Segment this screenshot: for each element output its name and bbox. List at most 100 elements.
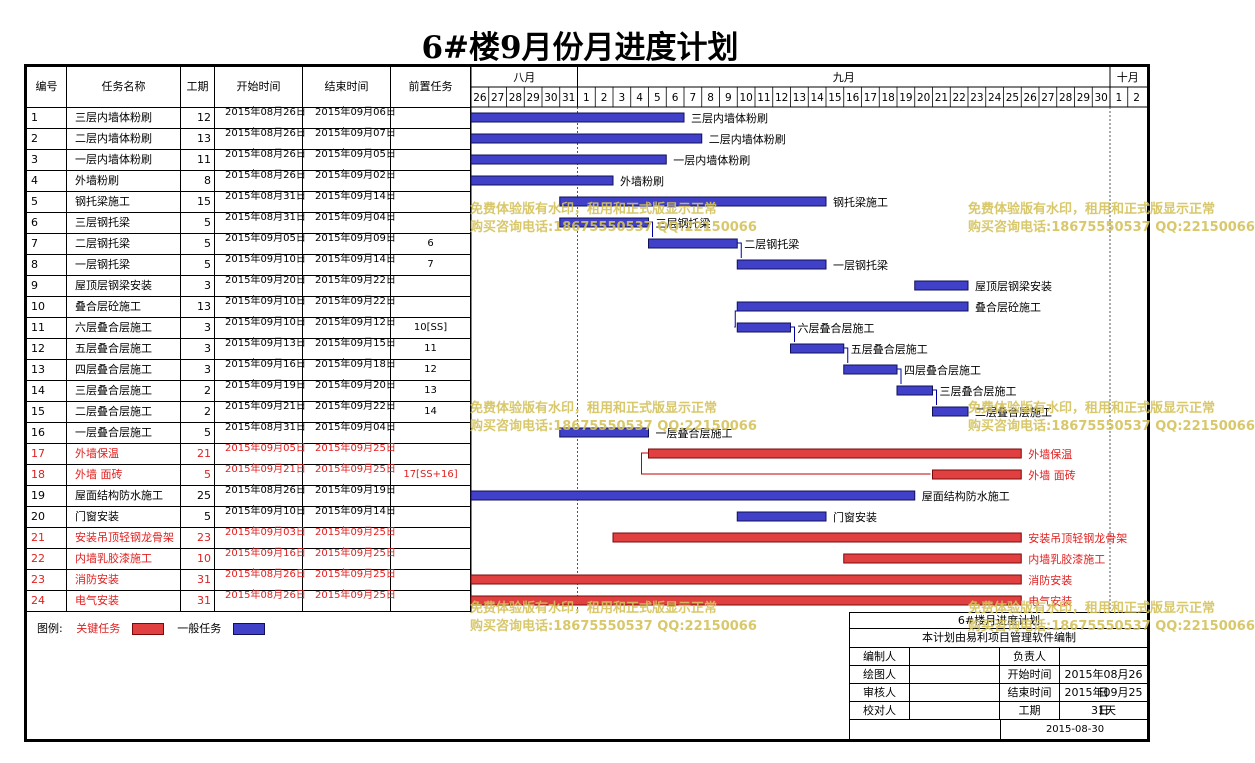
- info-editor-label: 编制人: [850, 648, 910, 665]
- gantt-bar: [559, 217, 649, 228]
- gantt-bar-label: 屋顶层钢梁安装: [975, 279, 1052, 293]
- info-reviewer-label: 审核人: [850, 684, 910, 701]
- day-label: 9: [725, 92, 732, 104]
- task-name: 消防安装: [67, 570, 181, 590]
- gantt-bar: [896, 385, 933, 396]
- task-start: 2015年08月26日: [215, 486, 306, 506]
- day-label: 17: [864, 92, 877, 104]
- gantt-bar: [648, 448, 1022, 459]
- col-header-id: 编号: [27, 67, 67, 107]
- task-name: 外墙粉刷: [67, 171, 181, 191]
- task-end: 2015年09月22日: [303, 297, 396, 317]
- task-start: 2015年08月26日: [215, 108, 306, 128]
- task-end: 2015年09月14日: [303, 255, 396, 275]
- task-id: 8: [27, 255, 67, 275]
- day-label: 30: [1094, 92, 1107, 104]
- info-owner-label: 负责人: [1000, 648, 1060, 665]
- task-name: 三层叠合层施工: [67, 381, 181, 401]
- gantt-bar: [612, 532, 1022, 543]
- task-predecessor: [391, 570, 471, 590]
- task-id: 9: [27, 276, 67, 296]
- day-label: 1: [1116, 92, 1123, 104]
- task-end: 2015年09月04日: [303, 423, 396, 443]
- task-id: 12: [27, 339, 67, 359]
- day-label: 22: [952, 92, 965, 104]
- day-label: 13: [793, 92, 806, 104]
- gantt-bar: [470, 154, 667, 165]
- day-label: 26: [473, 92, 487, 104]
- gantt-bar: [932, 406, 969, 417]
- day-label: 15: [828, 92, 841, 104]
- task-name: 四层叠合层施工: [67, 360, 181, 380]
- gantt-bar-label: 一层叠合层施工: [656, 426, 733, 440]
- task-duration: 31: [181, 570, 215, 590]
- gantt-bar-label: 电气安装: [1028, 594, 1072, 608]
- info-title: 6#楼月进度计划: [850, 613, 1148, 629]
- day-label: 19: [899, 92, 912, 104]
- task-duration: 11: [181, 150, 215, 170]
- task-duration: 5: [181, 213, 215, 233]
- task-start: 2015年08月26日: [215, 591, 306, 611]
- task-id: 4: [27, 171, 67, 191]
- task-id: 22: [27, 549, 67, 569]
- task-id: 24: [27, 591, 67, 611]
- task-duration: 5: [181, 255, 215, 275]
- gantt-bar: [914, 280, 969, 291]
- task-name: 五层叠合层施工: [67, 339, 181, 359]
- task-end: 2015年09月25日: [303, 444, 396, 464]
- day-label: 27: [1041, 92, 1054, 104]
- gantt-bar-label: 屋面结构防水施工: [922, 489, 1010, 503]
- task-predecessor: 10[SS]: [391, 318, 471, 338]
- task-id: 15: [27, 402, 67, 422]
- task-end: 2015年09月09日: [303, 234, 396, 254]
- dependency-arrow: [843, 347, 849, 363]
- task-end: 2015年09月06日: [303, 108, 396, 128]
- gantt-bar: [648, 238, 738, 249]
- task-start: 2015年09月05日: [215, 234, 306, 254]
- gantt-bar: [470, 595, 1022, 606]
- day-label: 18: [881, 92, 894, 104]
- task-duration: 2: [181, 381, 215, 401]
- task-id: 18: [27, 465, 67, 485]
- task-start: 2015年09月03日: [215, 528, 306, 548]
- legend-critical-label: 关键任务: [76, 622, 121, 635]
- task-predecessor: 7: [391, 255, 471, 275]
- gantt-bar-label: 叠合层砼施工: [975, 300, 1041, 314]
- task-predecessor: [391, 528, 471, 548]
- task-end: 2015年09月25日: [303, 591, 396, 611]
- day-label: 28: [509, 92, 522, 104]
- task-duration: 5: [181, 507, 215, 527]
- task-id: 10: [27, 297, 67, 317]
- task-id: 1: [27, 108, 67, 128]
- gantt-bar: [932, 469, 1022, 480]
- day-label: 20: [917, 92, 930, 104]
- gantt-bar-label: 钢托梁施工: [833, 195, 888, 209]
- gantt-bar: [736, 301, 969, 312]
- task-predecessor: 11: [391, 339, 471, 359]
